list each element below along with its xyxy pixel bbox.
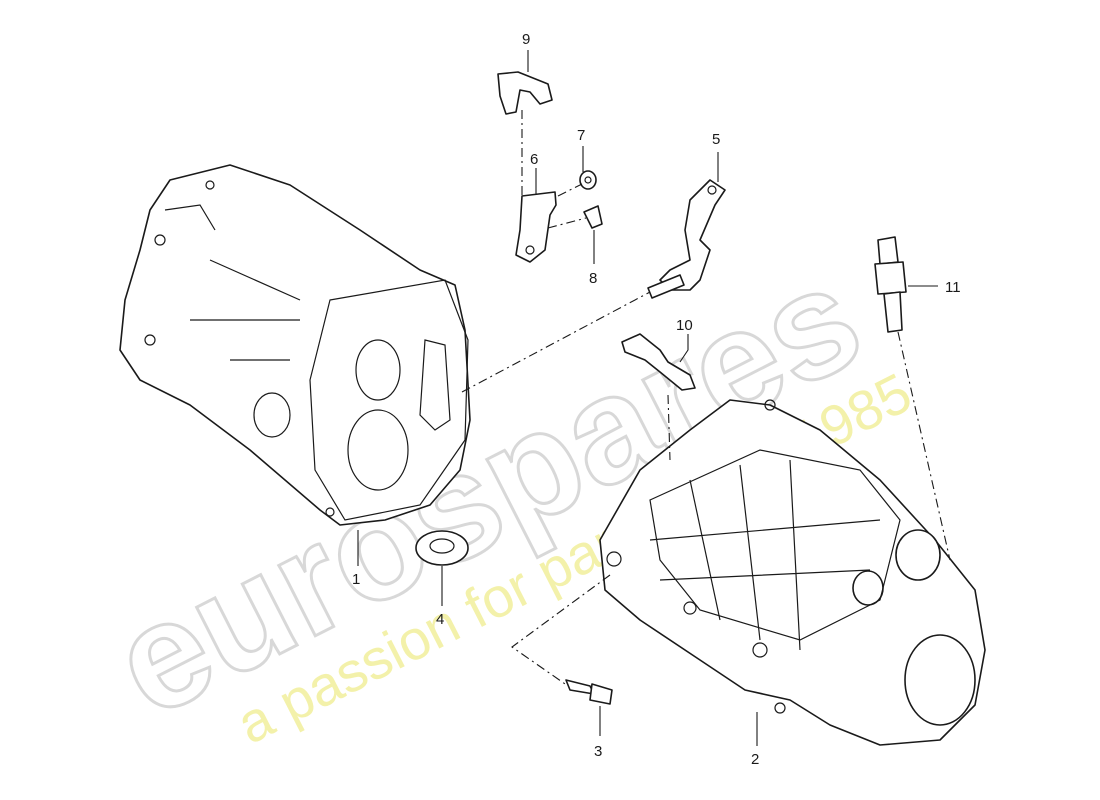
bell-housing — [119, 164, 471, 526]
bracket — [621, 333, 696, 391]
callout-9: 9 — [522, 31, 530, 48]
callout-8: 8 — [589, 270, 597, 287]
callout-3: 3 — [594, 743, 602, 760]
release-lever — [647, 179, 726, 299]
callout-2: 2 — [751, 751, 759, 768]
callout-7: 7 — [577, 127, 585, 144]
callout-11: 11 — [945, 279, 961, 296]
callout-1: 1 — [352, 571, 360, 588]
retaining-clip — [497, 71, 553, 115]
callouts: 1 2 3 4 5 6 7 8 9 10 11 — [352, 31, 961, 768]
sensor-switch — [874, 236, 907, 333]
callout-10: 10 — [676, 317, 693, 334]
clip — [583, 205, 603, 229]
leader-lines — [357, 50, 938, 746]
lever-arm — [515, 191, 557, 263]
gearbox-case — [599, 399, 986, 746]
assembly-lines — [461, 110, 951, 687]
callout-6: 6 — [530, 151, 538, 168]
bolt — [565, 679, 613, 705]
callout-4: 4 — [436, 611, 444, 628]
seal-ring — [415, 530, 469, 566]
bushing — [579, 170, 597, 190]
callout-5: 5 — [712, 131, 720, 148]
